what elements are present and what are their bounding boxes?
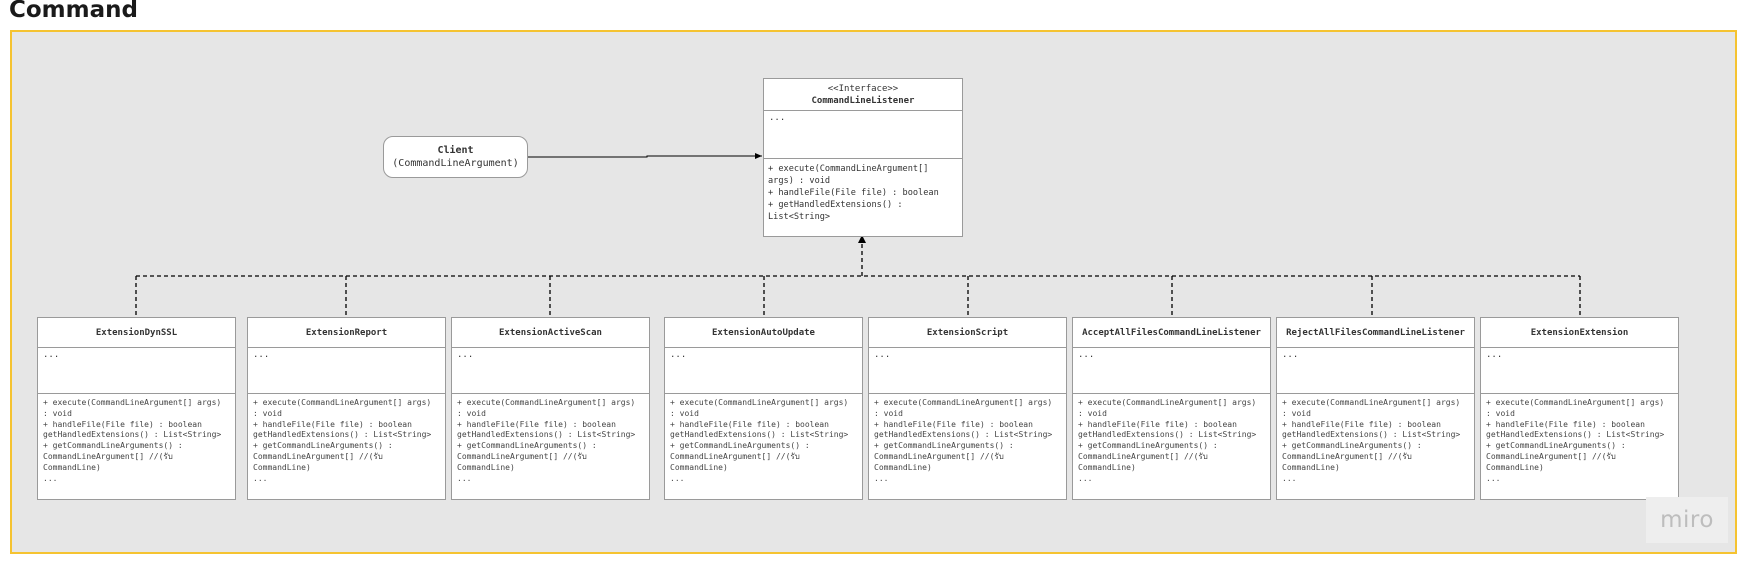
- class-name: AcceptAllFilesCommandLineListener: [1073, 318, 1270, 348]
- class-operations: + execute(CommandLineArgument[] args) : …: [1078, 398, 1257, 483]
- class-attributes: ...: [248, 348, 445, 394]
- class-box-extension-extension[interactable]: ExtensionExtension ... + execute(Command…: [1480, 317, 1679, 500]
- class-name: RejectAllFilesCommandLineListener: [1277, 318, 1474, 348]
- class-name: ExtensionActiveScan: [452, 318, 649, 348]
- class-operations: + execute(CommandLineArgument[] args) : …: [253, 398, 432, 483]
- realization-arrowhead: [858, 235, 866, 243]
- class-attributes: ...: [1073, 348, 1270, 394]
- class-name: ExtensionAutoUpdate: [665, 318, 862, 348]
- page-title: Command: [9, 0, 138, 23]
- class-attributes: ...: [452, 348, 649, 394]
- interface-stereotype: <<Interface>>: [827, 83, 899, 94]
- class-attributes: ...: [1277, 348, 1474, 394]
- class-operations: + execute(CommandLineArgument[] args) : …: [670, 398, 849, 483]
- class-operations: + execute(CommandLineArgument[] args) : …: [43, 398, 222, 483]
- class-attributes: ...: [869, 348, 1066, 394]
- class-attributes: ...: [38, 348, 235, 394]
- interface-header: <<Interface>> CommandLineListener: [764, 79, 962, 111]
- class-operations: + execute(CommandLineArgument[] args) : …: [457, 398, 636, 483]
- interface-attributes: ...: [764, 111, 962, 159]
- client-node[interactable]: Client (CommandLineArgument): [383, 136, 528, 178]
- class-name: ExtensionExtension: [1481, 318, 1678, 348]
- association-line: [528, 153, 762, 159]
- class-box-extension-auto-update[interactable]: ExtensionAutoUpdate ... + execute(Comman…: [664, 317, 863, 500]
- interface-box[interactable]: <<Interface>> CommandLineListener ... + …: [763, 78, 963, 237]
- class-operations: + execute(CommandLineArgument[] args) : …: [1282, 398, 1461, 483]
- class-operations: + execute(CommandLineArgument[] args) : …: [1486, 398, 1665, 483]
- miro-watermark: miro: [1646, 497, 1728, 543]
- realization-lines: [135, 238, 1581, 316]
- class-box-reject-all-files[interactable]: RejectAllFilesCommandLineListener ... + …: [1276, 317, 1475, 500]
- class-box-extension-dyn-ssl[interactable]: ExtensionDynSSL ... + execute(CommandLin…: [37, 317, 236, 500]
- class-attributes: ...: [1481, 348, 1678, 394]
- class-box-accept-all-files[interactable]: AcceptAllFilesCommandLineListener ... + …: [1072, 317, 1271, 500]
- client-name: Client: [437, 145, 474, 156]
- client-argument: (CommandLineArgument): [392, 158, 519, 169]
- class-name: ExtensionReport: [248, 318, 445, 348]
- interface-operations: + execute(CommandLineArgument[] args) : …: [768, 164, 939, 222]
- interface-name: CommandLineListener: [811, 95, 915, 106]
- class-box-extension-report[interactable]: ExtensionReport ... + execute(CommandLin…: [247, 317, 446, 500]
- class-box-extension-active-scan[interactable]: ExtensionActiveScan ... + execute(Comman…: [451, 317, 650, 500]
- class-operations: + execute(CommandLineArgument[] args) : …: [874, 398, 1053, 483]
- class-attributes: ...: [665, 348, 862, 394]
- class-name: ExtensionDynSSL: [38, 318, 235, 348]
- class-name: ExtensionScript: [869, 318, 1066, 348]
- class-box-extension-script[interactable]: ExtensionScript ... + execute(CommandLin…: [868, 317, 1067, 500]
